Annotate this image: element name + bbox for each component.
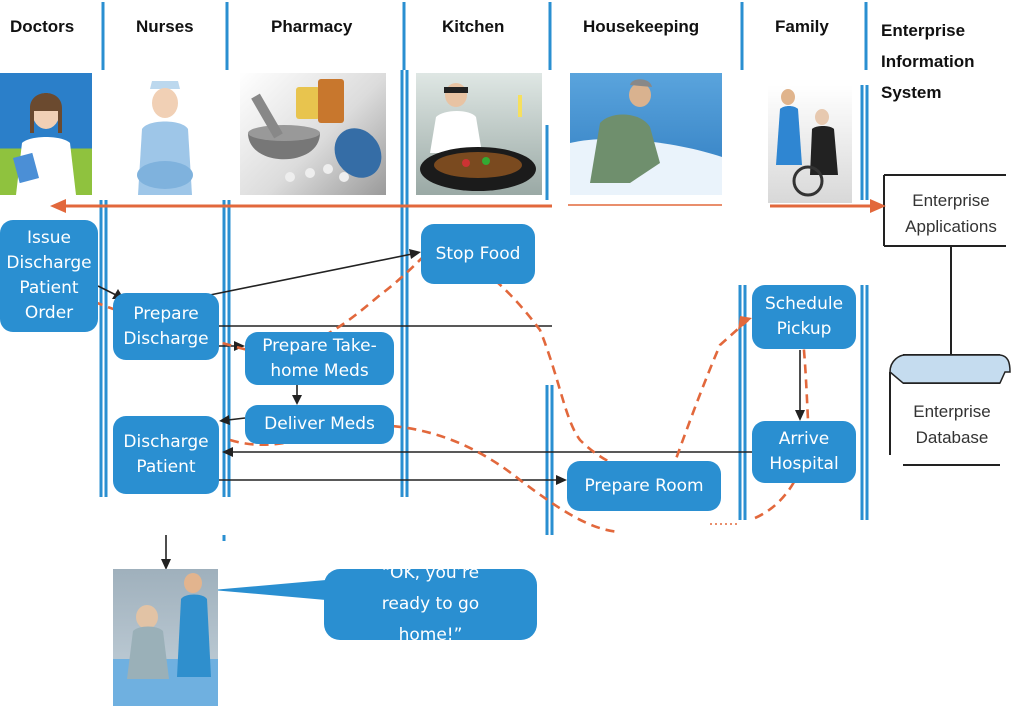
step-prepare-room: Prepare Room	[567, 461, 721, 511]
eis-database-label: Enterprise Database	[913, 402, 991, 447]
chef-illustration	[416, 73, 542, 195]
housekeeper-illustration	[570, 73, 722, 195]
step-arrive-hospital: Arrive Hospital	[752, 421, 856, 483]
nurse-illustration	[124, 73, 206, 195]
pharmacy-illustration	[240, 73, 386, 195]
family-illustration	[768, 85, 852, 203]
speech-bubble: “OK, you’re ready to go home!”	[324, 563, 537, 645]
eis-applications-label: Enterprise Applications	[905, 191, 997, 236]
lane-header-family: Family	[775, 17, 829, 36]
step-stop-food: Stop Food	[421, 224, 535, 284]
doctor-illustration	[0, 73, 92, 195]
step-prepare-take-home-meds: Prepare Take-home Meds	[245, 332, 394, 385]
speech-tail	[212, 580, 326, 600]
lane-header-pharmacy: Pharmacy	[271, 17, 353, 36]
lane-header-nurses: Nurses	[136, 17, 194, 36]
lane-header-doctors: Doctors	[10, 17, 75, 36]
step-schedule-pickup: Schedule Pickup	[752, 285, 856, 349]
patient-illustration	[113, 569, 218, 706]
database-cylinder-top	[889, 354, 1011, 384]
step-discharge-patient: Discharge Patient	[113, 416, 219, 494]
lane-header-eis: Enterprise Information System	[881, 21, 975, 102]
step-issue-discharge-order: Issue Discharge Patient Order	[0, 220, 98, 332]
lane-header-kitchen: Kitchen	[442, 17, 505, 36]
lane-header-housekeeping: Housekeeping	[583, 17, 700, 36]
patient-flow-path	[39, 248, 749, 476]
step-prepare-discharge: Prepare Discharge	[113, 293, 219, 360]
step-deliver-meds: Deliver Meds	[245, 405, 394, 444]
